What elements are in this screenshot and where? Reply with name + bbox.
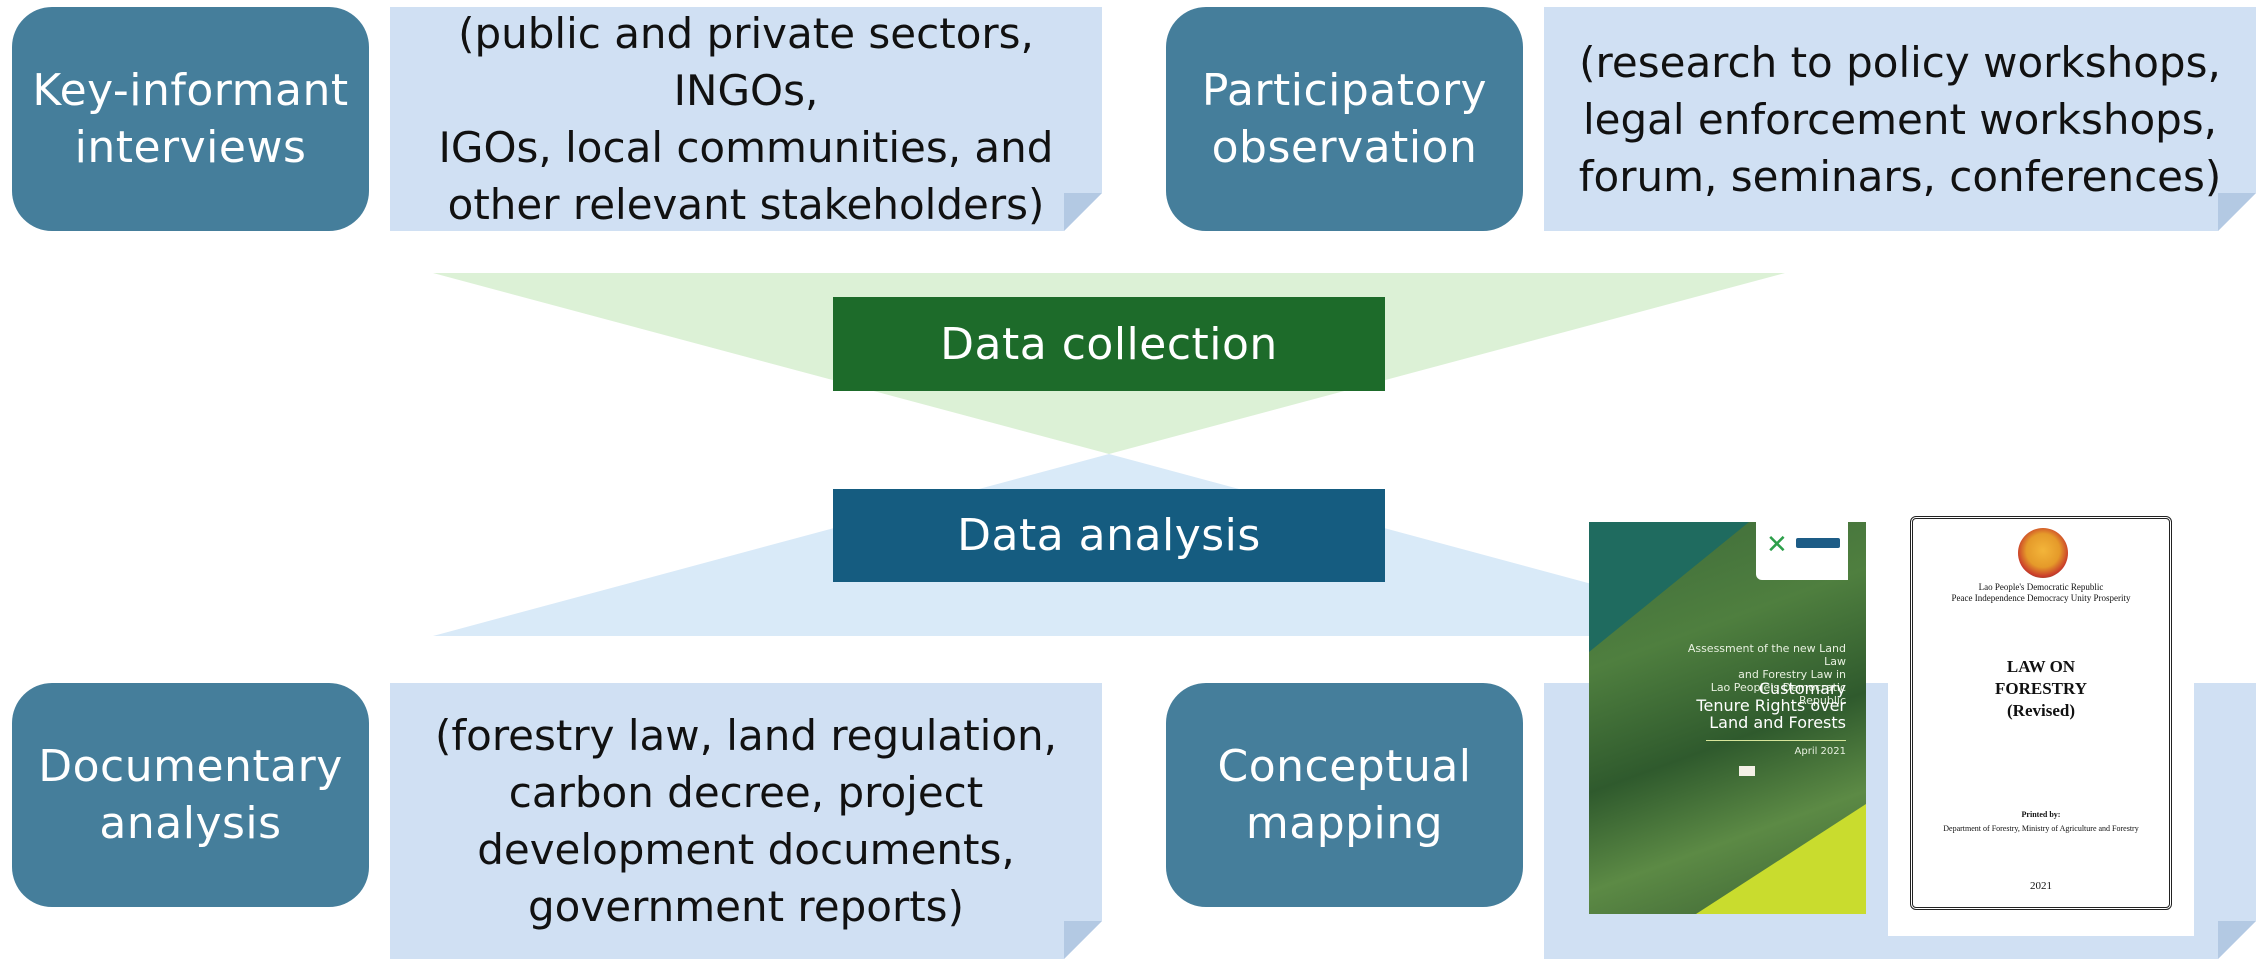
documentary-note-text: (forestry law, land regulation, carbon d… bbox=[434, 711, 1058, 931]
law-year: 2021 bbox=[2030, 880, 2052, 892]
data-collection-box: Data collection bbox=[833, 297, 1385, 391]
report-title: Customary Tenure Rights over Land and Fo… bbox=[1696, 679, 1846, 732]
law-title: LAW ON FORESTRY (Revised) bbox=[1995, 657, 2087, 720]
participatory-observation-label: Participatory observation bbox=[1201, 65, 1488, 173]
data-analysis-label: Data analysis bbox=[957, 510, 1261, 561]
publisher-logo: ✕ bbox=[1756, 522, 1848, 580]
data-analysis-box: Data analysis bbox=[833, 489, 1385, 582]
conceptual-mapping-label: Conceptual mapping bbox=[1217, 741, 1472, 849]
logo-wordmark bbox=[1796, 538, 1840, 548]
document-frame bbox=[1910, 516, 2172, 910]
law-document-cover: Lao People's Democratic Republic Peace I… bbox=[1888, 514, 2194, 936]
key-informant-interviews-label: Key-informant interviews bbox=[32, 65, 349, 173]
data-collection-label: Data collection bbox=[940, 318, 1278, 370]
report-title-rule bbox=[1706, 740, 1846, 741]
report-cover-image: ✕ Assessment of the new Land Law and For… bbox=[1589, 522, 1866, 914]
key-informant-note-text: (public and private sectors, INGOs, IGOs… bbox=[438, 9, 1054, 229]
national-emblem-icon bbox=[2018, 528, 2068, 578]
law-header: Lao People's Democratic Republic Peace I… bbox=[1951, 582, 2131, 603]
printed-by: Department of Forestry, Ministry of Agri… bbox=[1943, 824, 2139, 833]
documentary-analysis-box: Documentary analysis bbox=[12, 683, 369, 907]
documentary-note: (forestry law, land regulation, carbon d… bbox=[390, 683, 1102, 959]
logo-mark-icon: ✕ bbox=[1766, 530, 1788, 560]
forest-hut-icon bbox=[1739, 766, 1755, 776]
cover-accent-shape bbox=[1696, 804, 1866, 914]
key-informant-note: (public and private sectors, INGOs, IGOs… bbox=[390, 7, 1102, 231]
key-informant-interviews-box: Key-informant interviews bbox=[12, 7, 369, 231]
report-date: April 2021 bbox=[1794, 746, 1846, 757]
participatory-observation-box: Participatory observation bbox=[1166, 7, 1523, 231]
conceptual-mapping-box: Conceptual mapping bbox=[1166, 683, 1523, 907]
documentary-analysis-label: Documentary analysis bbox=[38, 741, 343, 849]
participatory-note-text: (research to policy workshops, legal enf… bbox=[1578, 37, 2222, 201]
cover-corner-shape bbox=[1589, 522, 1749, 652]
printed-by-label: Printed by: bbox=[2021, 810, 2061, 819]
participatory-note: (research to policy workshops, legal enf… bbox=[1544, 7, 2256, 231]
report-subtitle: Assessment of the new Land Law and Fores… bbox=[1687, 642, 1846, 707]
